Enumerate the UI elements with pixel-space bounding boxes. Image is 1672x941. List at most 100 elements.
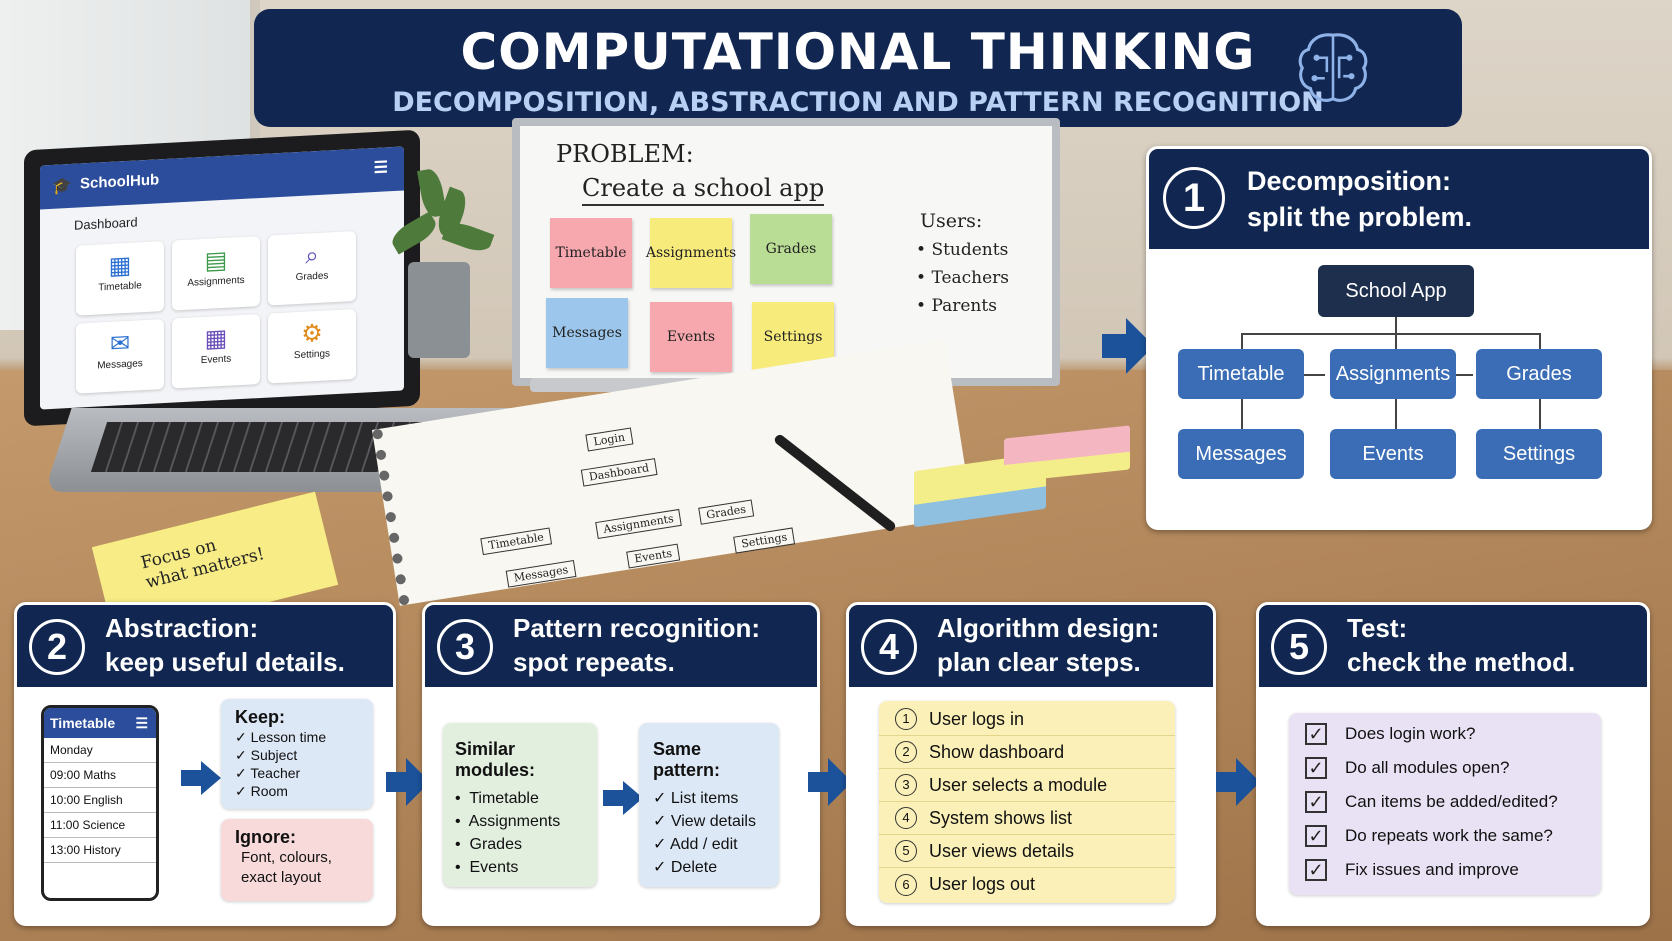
tree-node: Messages: [1178, 429, 1304, 479]
similar-item: • Assignments: [455, 813, 561, 830]
similar-item: • Events: [455, 859, 519, 876]
calendar-icon: ▦: [204, 324, 228, 353]
step-number: 5: [1271, 619, 1327, 675]
tree-line: [1301, 374, 1325, 376]
similar-label: Similar modules:: [455, 739, 536, 780]
magnifier-icon: ⌕: [305, 241, 319, 270]
phone-row: 13:00 History: [44, 838, 156, 863]
phone-row: 10:00 English: [44, 788, 156, 813]
step-number: 4: [861, 619, 917, 675]
ignore-text: Font, colours,: [241, 849, 332, 866]
step-number: 1: [1163, 167, 1225, 229]
sticky-note: Messages: [546, 298, 628, 368]
notebook-node: Timetable: [480, 527, 552, 556]
keep-item: ✓ Subject: [235, 747, 298, 763]
arrow-right-icon: [181, 761, 221, 795]
brain-circuit-icon: [1298, 33, 1368, 102]
panel-title: Decomposition:split the problem.: [1247, 166, 1473, 232]
checkbox-icon: ✓: [1305, 825, 1327, 847]
tile-events[interactable]: ▦Events: [172, 314, 260, 389]
pattern-item: ✓ View details: [653, 813, 756, 830]
notebook-node: Dashboard: [580, 458, 658, 487]
tree-root-node: School App: [1318, 265, 1474, 317]
tree-node: Grades: [1476, 349, 1602, 399]
arrow-right-icon: [808, 758, 852, 806]
panel-title: Test:check the method.: [1347, 613, 1576, 677]
laptop-screen: 🎓 SchoolHub ☰ Dashboard ▦Timetable ▤Assi…: [24, 129, 420, 427]
pattern-recognition-panel: 3 Pattern recognition:spot repeats. Simi…: [422, 602, 820, 926]
tree-line: [1241, 333, 1243, 349]
menu-icon: ☰: [135, 715, 148, 731]
tree-node: Settings: [1476, 429, 1602, 479]
tree-line: [1539, 399, 1541, 429]
panel-title: Pattern recognition:spot repeats.: [513, 613, 761, 677]
tile-label: Settings: [293, 348, 331, 362]
tile-label: Assignments: [187, 274, 245, 289]
check-item: ✓Do all modules open?: [1305, 751, 1585, 785]
plant-leaf: [416, 167, 448, 219]
tree-line: [1395, 333, 1397, 349]
arrow-right-icon: [386, 758, 430, 806]
tree-node: Timetable: [1178, 349, 1304, 399]
sticky-note: Assignments: [646, 218, 736, 288]
menu-icon[interactable]: ☰: [373, 159, 388, 178]
sticky-note: Timetable: [550, 218, 632, 288]
phone-row: Monday: [44, 738, 156, 763]
laptop-app-window: 🎓 SchoolHub ☰ Dashboard ▦Timetable ▤Assi…: [40, 146, 404, 410]
similar-item: • Grades: [455, 836, 522, 853]
arrow-right-icon: [1216, 758, 1260, 806]
tree-line: [1395, 317, 1397, 333]
envelope-icon: ✉: [109, 329, 131, 358]
similar-modules-box: Similar modules: • Timetable • Assignmen…: [443, 723, 597, 887]
phone-timetable: Timetable☰ Monday 09:00 Maths 10:00 Engl…: [41, 705, 159, 901]
notebook-node: Grades: [698, 499, 755, 525]
problem-label: PROBLEM:: [556, 140, 694, 168]
phone-row: 09:00 Maths: [44, 763, 156, 788]
page-title: COMPUTATIONAL THINKING: [460, 23, 1256, 81]
panel-header: 1 Decomposition:split the problem.: [1149, 149, 1649, 249]
user-item: • Parents: [916, 296, 997, 316]
abstraction-panel: 2 Abstraction:keep useful details. Timet…: [14, 602, 396, 926]
tile-grades[interactable]: ⌕Grades: [268, 230, 356, 306]
tree-line: [1241, 399, 1243, 429]
tree-line: [1453, 374, 1473, 376]
tile-label: Grades: [295, 270, 329, 284]
check-item: ✓Does login work?: [1305, 717, 1585, 751]
panel-title: Algorithm design:plan clear steps.: [937, 613, 1160, 677]
arrow-right-icon: [1102, 318, 1154, 374]
plant-leaf: [441, 218, 495, 256]
phone-row: 11:00 Science: [44, 813, 156, 838]
check-item: ✓Fix issues and improve: [1305, 853, 1585, 887]
pattern-item: ✓ Add / edit: [653, 836, 738, 853]
tile-messages[interactable]: ✉Messages: [76, 319, 164, 394]
users-label: Users:: [920, 210, 983, 232]
check-item: ✓Can items be added/edited?: [1305, 785, 1585, 819]
tile-assignments[interactable]: ▤Assignments: [172, 236, 260, 311]
test-checklist: ✓Does login work? ✓Do all modules open? …: [1289, 713, 1601, 895]
step-number: 3: [437, 619, 493, 675]
app-name: SchoolHub: [80, 171, 160, 193]
tile-timetable[interactable]: ▦Timetable: [76, 241, 164, 316]
tile-label: Events: [200, 353, 232, 367]
similar-item: • Timetable: [455, 790, 539, 807]
keep-label: Keep:: [235, 707, 286, 727]
tile-settings[interactable]: ⚙Settings: [268, 308, 356, 384]
keep-item: ✓ Room: [235, 783, 288, 799]
document-icon: ▤: [204, 246, 228, 275]
panel-title: Abstraction:keep useful details.: [105, 613, 345, 677]
calendar-icon: ▦: [108, 251, 132, 280]
dashboard-tiles: ▦Timetable ▤Assignments ⌕Grades ✉Message…: [76, 230, 376, 394]
ignore-text: exact layout: [241, 869, 322, 886]
tree-line: [1539, 333, 1541, 349]
check-item: ✓Do repeats work the same?: [1305, 819, 1585, 853]
decomposition-panel: 1 Decomposition:split the problem. Schoo…: [1146, 146, 1652, 530]
checkbox-icon: ✓: [1305, 791, 1327, 813]
arrow-right-icon: [603, 781, 643, 815]
sticky-note: Grades: [750, 214, 832, 284]
plant-pot: [387, 167, 495, 358]
pattern-item: ✓ List items: [653, 790, 739, 807]
user-item: • Students: [916, 240, 1009, 260]
